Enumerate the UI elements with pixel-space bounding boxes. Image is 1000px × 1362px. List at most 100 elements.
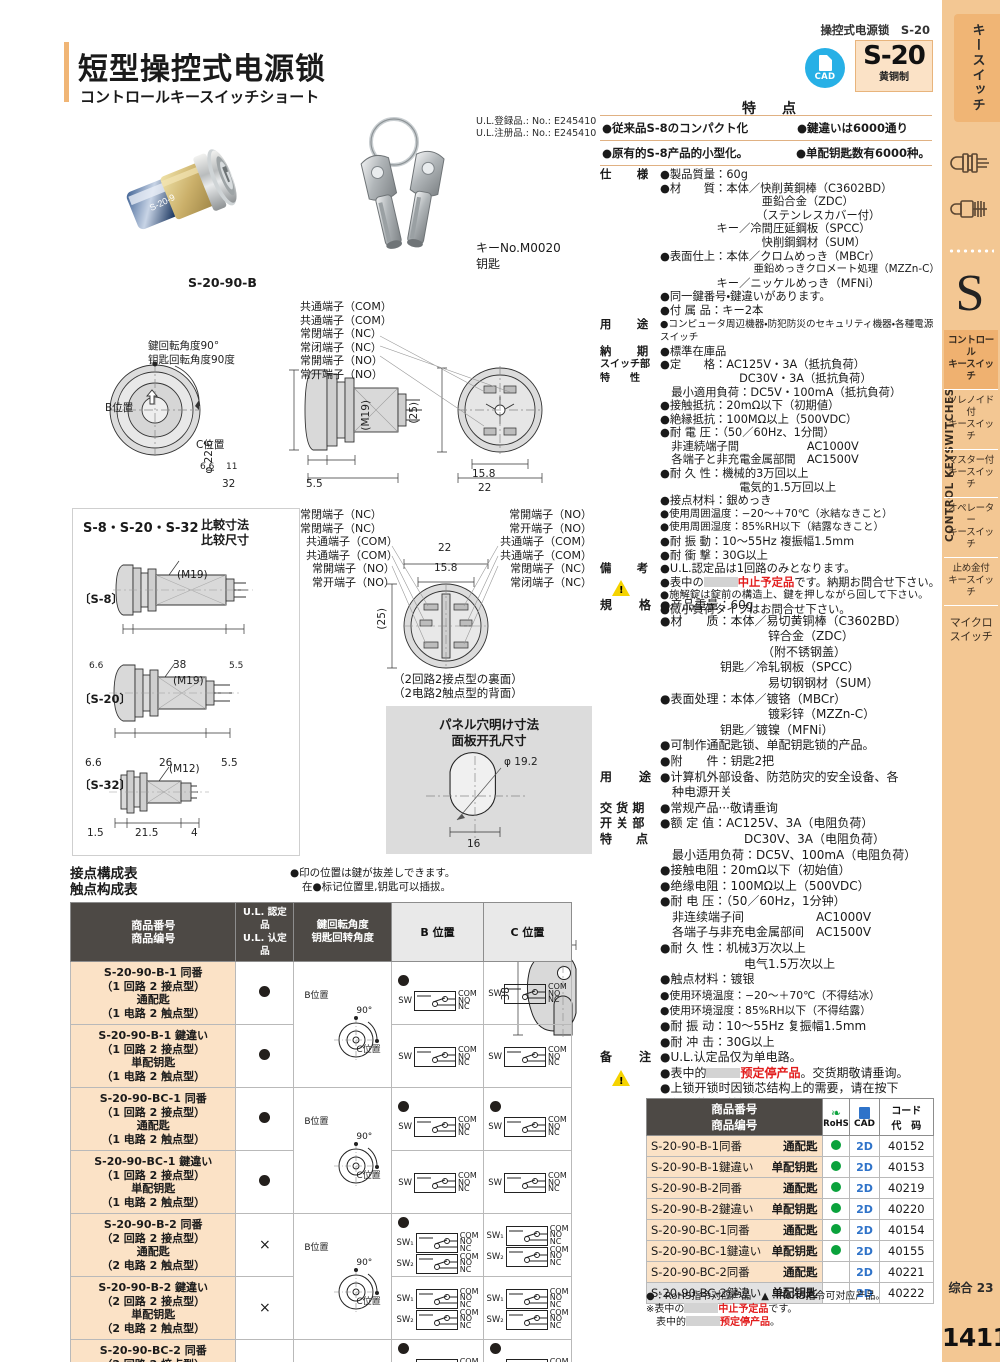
cad-doc-icon <box>859 1107 870 1119</box>
table-row: S-20-90-B-1 鍵違い（1 回路 2 接点型）単配钥匙（1 电路 2 触… <box>69 1024 573 1088</box>
warning-icon <box>612 579 630 597</box>
keyswitch-solenoid-icon <box>944 186 996 232</box>
cell-cad[interactable]: 2D <box>849 1135 880 1157</box>
compare-dim-s20-c: 5.5 <box>221 757 238 769</box>
cell-product-name: S-20-90-B-2 同番（2 回路 2 接点型）通配匙（2 电路 2 触点型… <box>69 1213 237 1277</box>
cad-badge[interactable]: CAD <box>805 48 845 88</box>
cell-product-code: S-20-90-BC-2鍵違い单配钥匙 <box>646 1282 823 1304</box>
compare-thread-s32: (M12) <box>169 763 200 775</box>
spec-row-switch-ja: スイッチ部 特 性 ●定 格：AC125V・3A（抵抗負荷） DC30V・3A（… <box>600 358 940 562</box>
rohs-dot <box>830 1224 841 1234</box>
ul-dot <box>259 1049 271 1060</box>
rail-item-list: コントロールキースイッチ ソレノイド付キースイッチ マスター付キースイッチ オペ… <box>944 330 998 650</box>
spec-key-notes-ja: 備 考 <box>600 562 660 616</box>
cell-product-code: S-20-90-B-2鍵違い单配钥匙 <box>646 1198 823 1220</box>
compare-dim-s32-a: 1.5 <box>87 827 104 839</box>
spec-switch-values-ja: ●定 格：AC125V・3A（抵抗負荷） DC30V・3A（抵抗負荷） 最小適用… <box>660 358 902 562</box>
cell-code: 40221 <box>878 1261 935 1283</box>
switch-box <box>504 984 546 1004</box>
key-removable-dot <box>489 1342 501 1354</box>
rail-item-stopper-keyswitch[interactable]: 止め金付キースイッチ <box>944 558 998 606</box>
pc-header-row: 商品番号 商品编号 ❧ RoHS CAD コード 代 码 <box>646 1098 935 1136</box>
cell-cad[interactable]: 2D <box>849 1156 880 1178</box>
switch-box <box>504 1173 546 1193</box>
cell-code: 40152 <box>878 1135 935 1157</box>
rail-volume-label: 综合 23 <box>948 1281 994 1295</box>
rail-item-control-keyswitch[interactable]: コントロールキースイッチ <box>944 330 998 390</box>
panel-hole-title-ja: パネル穴明け寸法 <box>438 717 539 732</box>
warning-icon-cn <box>612 1069 630 1089</box>
dim-22: 22 <box>478 482 492 494</box>
table-row: S-20-90-BC-1 鍵違い（1 回路 2 接点型）単配钥匙（1 电路 2 … <box>69 1150 573 1214</box>
part-material: 黄铜制 <box>879 72 909 83</box>
features-row-cn: ●原有的S-8产品的小型化。 ●单配钥匙数有6000种。 <box>602 146 930 160</box>
key-removable-dot <box>398 1342 410 1354</box>
cell-rohs <box>821 1261 851 1283</box>
switch-box <box>415 1232 458 1253</box>
rail-item-master-keyswitch[interactable]: マスター付キースイッチ <box>944 450 998 498</box>
switch-box <box>414 1047 457 1067</box>
cell-cad[interactable]: 2D <box>849 1219 880 1241</box>
col-c-position: C 位置 <box>482 902 573 962</box>
cell-ul-mark: × <box>235 1276 295 1340</box>
rohs-dot <box>830 1182 841 1192</box>
rail-top-tab-label: キースイッチ <box>969 23 985 113</box>
spec-row-spec-cn: 規 格 ●产品重量：60g ●材 质：本体／易切黄铜棒（C3602BD） 锌合金… <box>600 598 940 770</box>
spec-row-switch-cn: 交 货 期 开 关 部 特 点 ●常规产品···敬请垂询 ●额 定 值：AC12… <box>600 801 940 1051</box>
rail-item-micro-switch[interactable]: マイクロスイッチ <box>949 616 993 643</box>
cell-key-type: 单配钥匙 <box>771 1244 818 1258</box>
dim-m19: (M19) <box>360 400 372 431</box>
col-product-code: 商品番号 商品编号 <box>69 902 237 962</box>
compare-dim-s20-b: 26 <box>159 757 173 769</box>
label-c-position: C位置 <box>196 439 225 451</box>
page-subtitle: コントロールキースイッチショート <box>80 88 320 106</box>
cell-cad[interactable]: 2D <box>849 1177 880 1199</box>
cell-cad[interactable]: 2D <box>849 1261 880 1283</box>
product-table-footer: ●：RoHS指令对应产品 ▲：RoHS指令可对应产品。 ※表中の中止予定品です。… <box>646 1290 946 1329</box>
drawing-rear-2circuit: 常閉端子（NC） 常閉端子（NC） 共通端子（COM） 共通端子（COM） 常開… <box>300 508 592 708</box>
cell-cad[interactable]: 2D <box>849 1240 880 1262</box>
contact-table-title: 接点構成表 触点构成表 <box>70 866 138 898</box>
cell-ul-mark <box>235 1087 295 1151</box>
cell-product-name: S-20-90-BC-1 同番（1 回路 2 接点型）通配匙（1 电路 2 触点… <box>69 1087 237 1151</box>
cell-cad[interactable]: 2D <box>849 1198 880 1220</box>
rail-top-tab[interactable]: キースイッチ <box>954 14 1000 122</box>
rohs-dot <box>830 1140 841 1150</box>
spec-values-ja: ●製品質量：60g ●材 質：本体／快削黄銅棒（C3602BD） 亜鉛合金（ZD… <box>660 168 940 317</box>
rail-item-operator-keyswitch[interactable]: オペレーターキースイッチ <box>944 498 998 558</box>
rail-item-solenoid-keyswitch[interactable]: ソレノイド付キースイッチ <box>944 390 998 450</box>
cell-cad[interactable]: 2D <box>849 1282 880 1304</box>
spec-use-values-cn: ●计算机外部设备、防范防灾的安全设备、各 种电源开关 <box>660 769 899 800</box>
panel-hole-diameter: φ 19.2 <box>504 756 538 768</box>
key-removable-dot <box>489 1101 501 1112</box>
cad-badge-label: CAD <box>814 71 836 82</box>
key-removable-dot <box>398 1101 410 1112</box>
product-photo-keys <box>316 112 476 272</box>
switch-box <box>415 1288 458 1309</box>
key-removable-dot <box>398 975 410 986</box>
gray-swatch <box>703 576 738 587</box>
spec-note-values-ja: ●U.L.認定品は1回路のみとなります。 ●表中の中止予定品です。納期お問合せ下… <box>660 562 940 616</box>
rail-section-letter: S <box>955 265 985 322</box>
pc-col-rohs: ❧ RoHS <box>821 1098 851 1136</box>
cell-code: 40155 <box>878 1240 935 1262</box>
